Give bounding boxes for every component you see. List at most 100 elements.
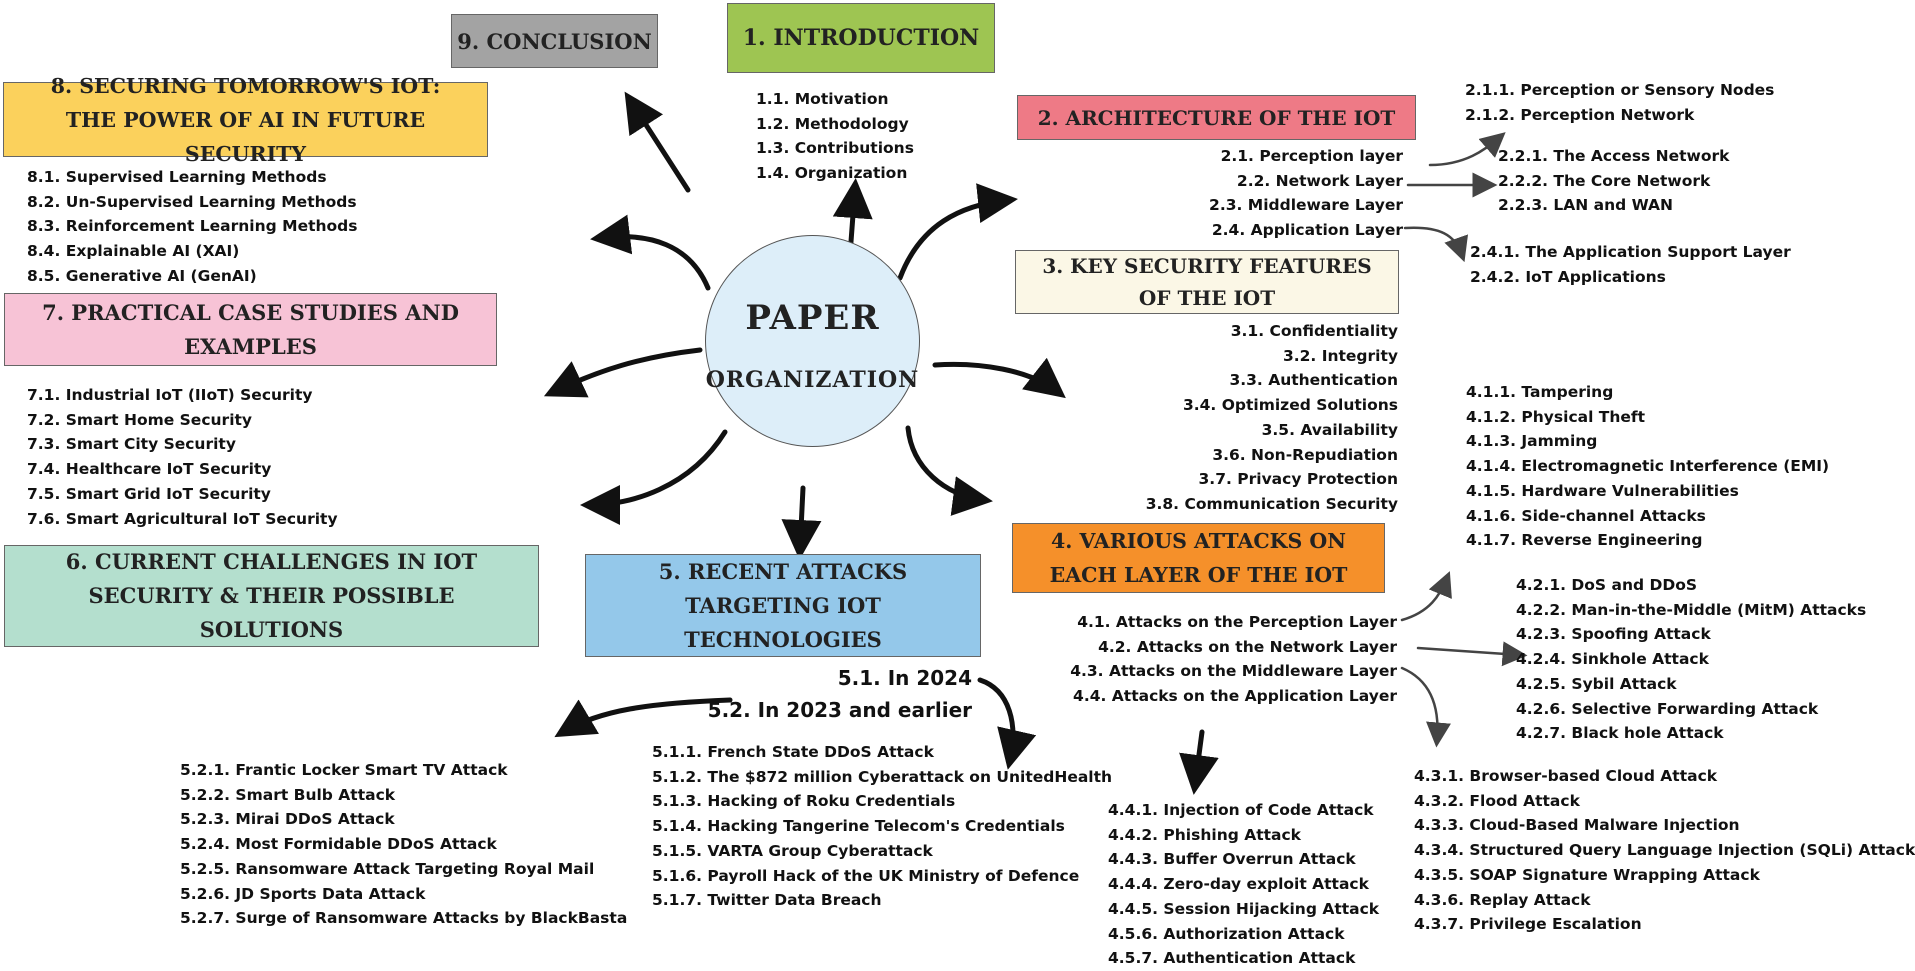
arrow-4-2-sub <box>1416 641 1528 667</box>
section-2-items: 2.1. Perception layer 2.2. Network Layer… <box>1209 144 1403 243</box>
section-1-items: 1.1. Motivation 1.2. Methodology 1.3. Co… <box>756 87 914 186</box>
list-item: 4.4.1. Injection of Code Attack <box>1108 801 1374 819</box>
section-4-box: 4. VARIOUS ATTACKS ON EACH LAYER OF THE … <box>1012 523 1385 593</box>
list-item: 3.3. Authentication <box>1229 371 1398 390</box>
list-item: 4.1.2. Physical Theft <box>1466 407 1646 426</box>
arrow-4-3-sub <box>1400 666 1451 748</box>
arrow-to-section-5 <box>781 485 822 560</box>
list-item: 5.1.3. Hacking of Roku Credentials <box>652 792 956 811</box>
list-item: 4.3.1. Browser-based Cloud Attack <box>1414 767 1718 785</box>
list-item: 4.5.6. Authorization Attack <box>1108 924 1345 943</box>
section-8-title: 8. SECURING TOMORROW'S IOT: THE POWER OF… <box>50 73 441 166</box>
section-5-title: 5. RECENT ATTACKS TARGETING IOT TECHNOLO… <box>658 558 908 652</box>
list-item: 3.6. Non-Repudiation <box>1212 445 1398 464</box>
arrow-to-section-3 <box>932 357 1066 399</box>
arrow-to-section-6 <box>580 429 728 525</box>
list-item: 7.6. Smart Agricultural IoT Security <box>27 509 338 528</box>
list-item: 4.1.3. Jamming <box>1466 432 1598 451</box>
list-item: 5.1.7. Twitter Data Breach <box>652 891 882 910</box>
section-5-box: 5. RECENT ATTACKS TARGETING IOT TECHNOLO… <box>585 554 981 657</box>
list-item: 5.2.7. Surge of Ransomware Attacks by Bl… <box>180 909 628 928</box>
list-item: 4.4.4. Zero-day exploit Attack <box>1108 875 1369 894</box>
center-circle: PAPER ORGANIZATION <box>705 235 920 447</box>
section-2-1-subitems: 2.1.1. Perception or Sensory Nodes 2.1.2… <box>1465 78 1774 127</box>
section-2-2-subitems: 2.2.1. The Access Network 2.2.2. The Cor… <box>1498 144 1729 218</box>
list-item: 2.1. Perception layer <box>1220 147 1403 165</box>
section-9-title: 9. CONCLUSION <box>457 28 652 54</box>
section-9-box: 9. CONCLUSION <box>451 14 658 68</box>
list-item: 4.1.4. Electromagnetic Interference (EMI… <box>1466 457 1830 476</box>
list-item: 2.1.1. Perception or Sensory Nodes <box>1465 81 1775 99</box>
section-4-items: 4.1. Attacks on the Perception Layer 4.2… <box>1070 610 1397 709</box>
section-2-box: 2. ARCHITECTURE OF THE IOT <box>1017 95 1416 140</box>
list-item: 2.2.2. The Core Network <box>1498 171 1711 190</box>
list-item: 2.4.2. IoT Applications <box>1470 267 1666 286</box>
list-item: 3.1. Confidentiality <box>1230 322 1398 340</box>
section-7-items: 7.1. Industrial IoT (IIoT) Security 7.2.… <box>27 383 338 531</box>
list-item: 5.1.6. Payroll Hack of the UK Ministry o… <box>652 866 1080 885</box>
list-item: 8.4. Explainable AI (XAI) <box>27 242 240 261</box>
list-item: 5.2.4. Most Formidable DDoS Attack <box>180 835 497 854</box>
center-subtitle: ORGANIZATION <box>705 367 920 393</box>
list-item: 5.1.4. Hacking Tangerine Telecom's Crede… <box>652 817 1065 836</box>
arrow-to-architecture <box>897 183 1018 281</box>
section-4-3-subitems: 4.3.1. Browser-based Cloud Attack 4.3.2.… <box>1414 764 1915 937</box>
list-item: 7.5. Smart Grid IoT Security <box>27 484 271 503</box>
list-item: 2.2.1. The Access Network <box>1498 147 1730 165</box>
list-item: 4.3.2. Flood Attack <box>1414 791 1580 810</box>
section-3-title: 3. KEY SECURITY FEATURES OF THE IOT <box>1042 254 1372 310</box>
list-item: 5.2.1. Frantic Locker Smart TV Attack <box>180 761 508 779</box>
arrow-4-1-sub <box>1400 571 1452 622</box>
arrow-5-2-left <box>554 697 733 738</box>
list-item: 3.5. Availability <box>1261 420 1398 439</box>
list-item: 4.3.7. Privilege Escalation <box>1414 915 1642 934</box>
list-item: 4.4.2. Phishing Attack <box>1108 825 1301 844</box>
section-5-2-subitems: 5.2.1. Frantic Locker Smart TV Attack 5.… <box>180 758 627 931</box>
list-item: 4.1.7. Reverse Engineering <box>1466 531 1703 550</box>
arrow-to-section-4 <box>905 425 993 516</box>
list-item: 5.1.5. VARTA Group Cyberattack <box>652 841 933 860</box>
list-item: 4.2.4. Sinkhole Attack <box>1516 650 1709 669</box>
list-item: 4.1.6. Side-channel Attacks <box>1466 506 1706 525</box>
arrow-to-section-8 <box>590 214 711 291</box>
list-item: 3.7. Privacy Protection <box>1198 470 1398 489</box>
list-item: 5.2.6. JD Sports Data Attack <box>180 884 426 903</box>
section-4-title: 4. VARIOUS ATTACKS ON EACH LAYER OF THE … <box>1049 529 1348 587</box>
list-item: 4.3. Attacks on the Middleware Layer <box>1070 662 1397 681</box>
center-title: PAPER <box>745 298 880 338</box>
list-item: 4.4.3. Buffer Overrun Attack <box>1108 850 1356 869</box>
section-7-title: 7. PRACTICAL CASE STUDIES AND EXAMPLES <box>42 299 459 359</box>
arrow-4-4-down <box>1179 729 1219 795</box>
list-item: 3.8. Communication Security <box>1145 494 1398 513</box>
section-4-2-subitems: 4.2.1. DoS and DDoS 4.2.2. Man-in-the-Mi… <box>1516 573 1866 746</box>
list-item: 4.5.7. Authentication Attack <box>1108 949 1356 968</box>
arrow-2-1-sub <box>1428 132 1506 167</box>
list-item: 7.4. Healthcare IoT Security <box>27 460 272 479</box>
section-6-title: 6. CURRENT CHALLENGES IN IOT SECURITY & … <box>65 549 478 642</box>
list-item: 4.2.2. Man-in-the-Middle (MitM) Attacks <box>1516 600 1867 619</box>
list-item: 5.2.3. Mirai DDoS Attack <box>180 810 395 829</box>
list-item: 4.3.3. Cloud-Based Malware Injection <box>1414 816 1740 835</box>
section-4-4-subitems: 4.4.1. Injection of Code Attack 4.4.2. P… <box>1108 798 1379 971</box>
list-item: 2.2. Network Layer <box>1236 171 1403 190</box>
list-item: 2.3. Middleware Layer <box>1209 196 1403 215</box>
list-item: 4.2.7. Black hole Attack <box>1516 724 1724 743</box>
list-item: 5.2.2. Smart Bulb Attack <box>180 785 396 804</box>
arrow-to-conclusion <box>624 91 691 193</box>
list-item: 4.3.4. Structured Query Language Injecti… <box>1414 841 1915 860</box>
list-item: 4.1.1. Tampering <box>1466 383 1614 401</box>
list-item: 1.1. Motivation <box>756 90 889 108</box>
list-item: 7.2. Smart Home Security <box>27 410 253 429</box>
section-8-box: 8. SECURING TOMORROW'S IOT: THE POWER OF… <box>3 74 488 166</box>
list-item: 1.2. Methodology <box>756 114 909 133</box>
list-item: 5.1. In 2024 <box>837 666 972 690</box>
list-item: 5.1.2. The $872 million Cyberattack on U… <box>652 767 1113 786</box>
list-item: 4.2. Attacks on the Network Layer <box>1098 637 1397 656</box>
list-item: 5.1.1. French State DDoS Attack <box>652 743 934 761</box>
list-item: 4.4.5. Session Hijacking Attack <box>1108 899 1380 918</box>
list-item: 4.3.5. SOAP Signature Wrapping Attack <box>1414 865 1760 884</box>
list-item: 2.4.1. The Application Support Layer <box>1470 243 1791 261</box>
arrow-2-4-sub <box>1403 226 1469 263</box>
list-item: 4.2.1. DoS and DDoS <box>1516 576 1698 594</box>
